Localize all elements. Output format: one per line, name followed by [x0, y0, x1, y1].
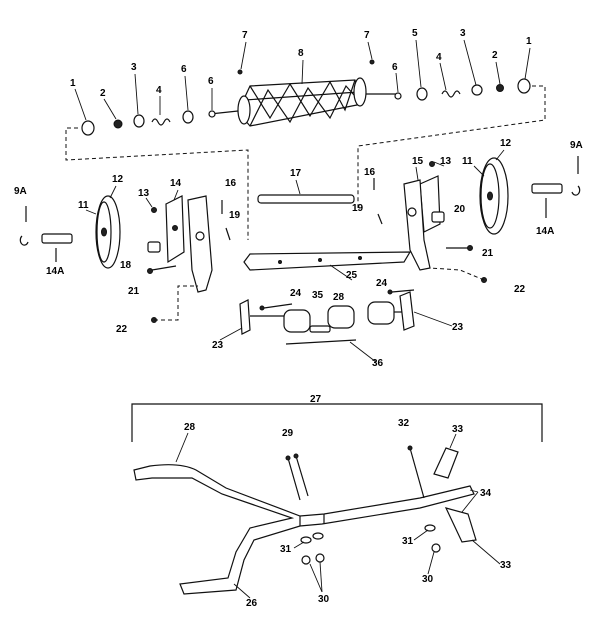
- label-24-left: 24: [290, 288, 302, 299]
- roller-shaft-36: [285, 339, 357, 345]
- label-35: 35: [312, 290, 324, 301]
- label-18-left: 18: [120, 260, 132, 271]
- tie-rod-17: [257, 194, 355, 204]
- roller-spacer-35: [309, 325, 331, 333]
- label-25: 25: [346, 270, 358, 281]
- label-28-roller: 28: [333, 292, 345, 303]
- label-31-left: 31: [280, 544, 292, 555]
- label-6-left-a: 6: [181, 64, 187, 75]
- label-27: 27: [310, 394, 322, 405]
- label-31-right: 31: [402, 536, 414, 547]
- axle-14a-right: [531, 183, 563, 194]
- label-21-left: 21: [128, 286, 140, 297]
- clip-9a-left: [19, 235, 29, 246]
- axle-14a-left: [41, 233, 73, 244]
- label-33-bottom: 33: [500, 560, 512, 571]
- label-14a-left: 14A: [46, 266, 64, 277]
- label-16-right: 16: [364, 167, 376, 178]
- label-21-right: 21: [482, 248, 494, 259]
- roller-bracket-left: [239, 299, 251, 335]
- handle-bolts-29: [285, 453, 309, 501]
- left-side-plate: [165, 195, 185, 264]
- leader-lines: [74, 39, 531, 599]
- label-6-left-b: 6: [208, 76, 214, 87]
- washers-31-nuts-30: [300, 524, 441, 565]
- label-11-left: 11: [78, 200, 89, 211]
- pinion-20: [431, 211, 445, 223]
- label-1-right: 1: [526, 36, 532, 47]
- right-bearing-parts: [394, 78, 531, 101]
- label-29: 29: [282, 428, 294, 439]
- label-19-right: 19: [352, 203, 364, 214]
- label-23-right: 23: [452, 322, 464, 333]
- label-13-left: 13: [138, 188, 150, 199]
- label-13-right: 13: [440, 156, 452, 167]
- roller-bracket-right: [399, 291, 415, 331]
- label-26: 26: [246, 598, 258, 609]
- label-7-right: 7: [364, 30, 370, 41]
- label-16-left: 16: [225, 178, 237, 189]
- bed-knife-bar-25: [243, 251, 412, 271]
- reel-blade: [237, 77, 367, 127]
- pinion-18-left: [147, 241, 161, 253]
- label-23-left: 23: [212, 340, 224, 351]
- label-12-right: 12: [500, 138, 512, 149]
- label-30-right: 30: [422, 574, 434, 585]
- label-20: 20: [454, 204, 466, 215]
- label-9a-right: 9A: [570, 140, 583, 151]
- label-5: 5: [412, 28, 418, 39]
- label-3-left: 3: [131, 62, 137, 73]
- label-33-top: 33: [452, 424, 464, 435]
- set-screw-7-left: [237, 69, 243, 75]
- label-2-left: 2: [100, 88, 106, 99]
- label-3-right: 3: [460, 28, 466, 39]
- label-30-left: 30: [318, 594, 330, 605]
- label-12-left: 12: [112, 174, 124, 185]
- left-frame-arm: [187, 195, 213, 293]
- label-22-right: 22: [514, 284, 526, 295]
- label-1-left: 1: [70, 78, 76, 89]
- left-bearing-parts: [81, 110, 216, 136]
- roller-sections: [283, 301, 395, 333]
- label-7-left: 7: [242, 30, 248, 41]
- label-36: 36: [372, 358, 384, 369]
- part-labels: 1 2 3 4 6 6 7 8 7 6 5 4 3 2 1 9A 11 12 1…: [14, 28, 583, 609]
- label-22-left: 22: [116, 324, 128, 335]
- label-11-right: 11: [462, 156, 473, 167]
- label-32: 32: [398, 418, 410, 429]
- label-34: 34: [480, 488, 492, 499]
- label-8: 8: [298, 48, 304, 59]
- left-wheel: [95, 195, 121, 269]
- grip-33-bottom: [444, 507, 477, 543]
- label-6-right: 6: [392, 62, 398, 73]
- grip-33-top: [433, 447, 459, 479]
- label-2-right: 2: [492, 50, 498, 61]
- label-24-right: 24: [376, 278, 388, 289]
- label-28-handle: 28: [184, 422, 196, 433]
- label-15: 15: [412, 156, 424, 167]
- right-wheel: [479, 157, 509, 235]
- handle-assembly: [133, 447, 477, 595]
- label-14a-right: 14A: [536, 226, 554, 237]
- label-17: 17: [290, 168, 302, 179]
- label-14-left: 14: [170, 178, 182, 189]
- label-4-right: 4: [436, 52, 442, 63]
- label-9a-left: 9A: [14, 186, 27, 197]
- set-screw-7-right: [369, 59, 375, 65]
- label-19-left: 19: [229, 210, 241, 221]
- label-4-left: 4: [156, 85, 162, 96]
